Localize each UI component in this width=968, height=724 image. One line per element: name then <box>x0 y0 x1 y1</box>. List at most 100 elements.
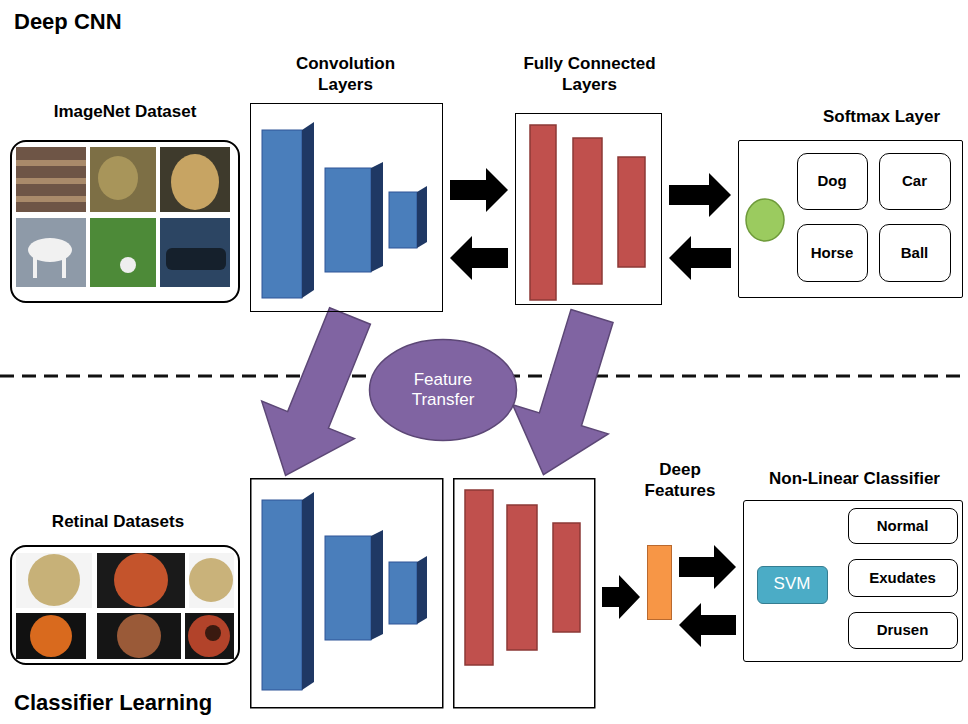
retina-lesion <box>205 625 221 641</box>
block-arrow <box>450 236 508 280</box>
conv-block <box>389 562 417 624</box>
panel-box: Convolution Layers <box>250 103 443 312</box>
photo <box>16 147 86 212</box>
photo <box>97 553 185 608</box>
photo <box>16 613 86 659</box>
block-arrow <box>669 236 731 280</box>
conv-block <box>325 536 371 640</box>
imagenet-images <box>16 147 230 287</box>
retina <box>117 614 161 658</box>
label-box: Exudates <box>848 559 958 597</box>
box-label: Dog <box>817 172 846 190</box>
label-box: Ball <box>879 224 951 282</box>
photo-detail <box>120 257 136 273</box>
conv-block-side <box>417 186 427 248</box>
panel-box: Softmax LayerDogCarHorseBall <box>738 140 963 298</box>
panel-box: ImageNet Dataset <box>10 140 240 303</box>
photo-detail <box>171 154 219 210</box>
conv-block <box>389 192 417 248</box>
panel-heading: Convolution Layers <box>276 53 416 96</box>
retina <box>28 554 80 606</box>
box-label: Feature Transfer <box>398 370 488 411</box>
photo <box>97 613 181 659</box>
label-box: Dog <box>797 153 868 210</box>
label-box: Normal <box>848 508 958 544</box>
box-label: Horse <box>811 244 854 262</box>
photo-detail <box>16 160 86 166</box>
panel-heading: Fully Connected Layers <box>515 53 665 96</box>
box-label: Drusen <box>877 621 929 639</box>
photo <box>160 218 230 287</box>
photo-detail <box>33 256 37 278</box>
panel-heading: Softmax Layer <box>802 106 962 127</box>
photo <box>185 613 234 659</box>
photo-detail <box>16 178 86 184</box>
panel-heading: ImageNet Dataset <box>13 101 237 122</box>
softmax-circle <box>746 199 784 241</box>
panel-heading: Deep Features <box>635 459 725 502</box>
panel-box: Fully Connected Layers <box>515 113 662 305</box>
photo-detail <box>62 256 66 278</box>
box-label: SVM <box>774 574 811 594</box>
label-box: Car <box>879 153 951 210</box>
ellipse-shape <box>370 340 517 441</box>
conv-block-side <box>371 530 383 640</box>
retinal-images <box>16 553 234 659</box>
retina <box>189 558 233 602</box>
conv-block <box>262 500 302 690</box>
photo <box>160 147 230 212</box>
panel-heading: Retinal Datasets <box>13 511 223 532</box>
label-box: Drusen <box>848 612 958 649</box>
box-label: Car <box>902 172 927 190</box>
photo-detail <box>16 196 86 202</box>
panel-box: Deep Features <box>647 545 672 620</box>
fc-bar <box>465 490 493 665</box>
panel-box: Retinal Datasets <box>10 545 240 665</box>
photo <box>90 147 156 212</box>
retina <box>30 615 72 657</box>
block-arrow <box>679 545 736 589</box>
panel-box: Non-Linear ClassifierSVMNormalExudatesDr… <box>743 500 963 662</box>
transfer-arrow-shape <box>496 301 640 489</box>
conv-block <box>262 130 302 298</box>
photo-detail <box>98 156 138 200</box>
retina <box>188 615 230 657</box>
photo-detail <box>166 248 226 270</box>
transfer-ellipse: Feature Transfer <box>368 338 518 442</box>
fc-bar <box>573 138 602 284</box>
panel-heading: Non-Linear Classifier <box>747 468 962 489</box>
section-heading: Classifier Learning <box>14 690 212 716</box>
block-arrow <box>669 173 731 217</box>
photo <box>16 218 86 287</box>
conv-blocks <box>262 492 427 690</box>
photo <box>16 553 92 608</box>
fc-bar <box>618 157 645 267</box>
photo <box>90 218 156 287</box>
layer-box <box>251 479 443 708</box>
conv-block-side <box>371 162 383 272</box>
retina <box>114 553 168 607</box>
label-box: SVM <box>757 566 828 604</box>
conv-block <box>325 168 371 272</box>
fc-bar <box>530 125 556 300</box>
layer-box <box>454 479 595 708</box>
fc-bars <box>530 125 645 300</box>
label-box: Horse <box>797 224 868 282</box>
conv-block-side <box>302 492 314 690</box>
block-arrow <box>450 168 508 212</box>
conv-block-side <box>417 556 427 624</box>
conv-block-side <box>302 122 314 298</box>
fc-bar <box>507 505 537 650</box>
photo <box>189 553 234 608</box>
fc-bar <box>553 523 580 632</box>
block-arrow <box>602 575 640 619</box>
box-label: Exudates <box>869 569 936 587</box>
section-heading: Deep CNN <box>14 9 122 35</box>
block-arrow <box>679 603 736 647</box>
conv-blocks <box>262 122 427 298</box>
box-label: Ball <box>901 244 929 262</box>
transfer-arrow <box>496 301 640 489</box>
fc-bars <box>465 490 580 665</box>
